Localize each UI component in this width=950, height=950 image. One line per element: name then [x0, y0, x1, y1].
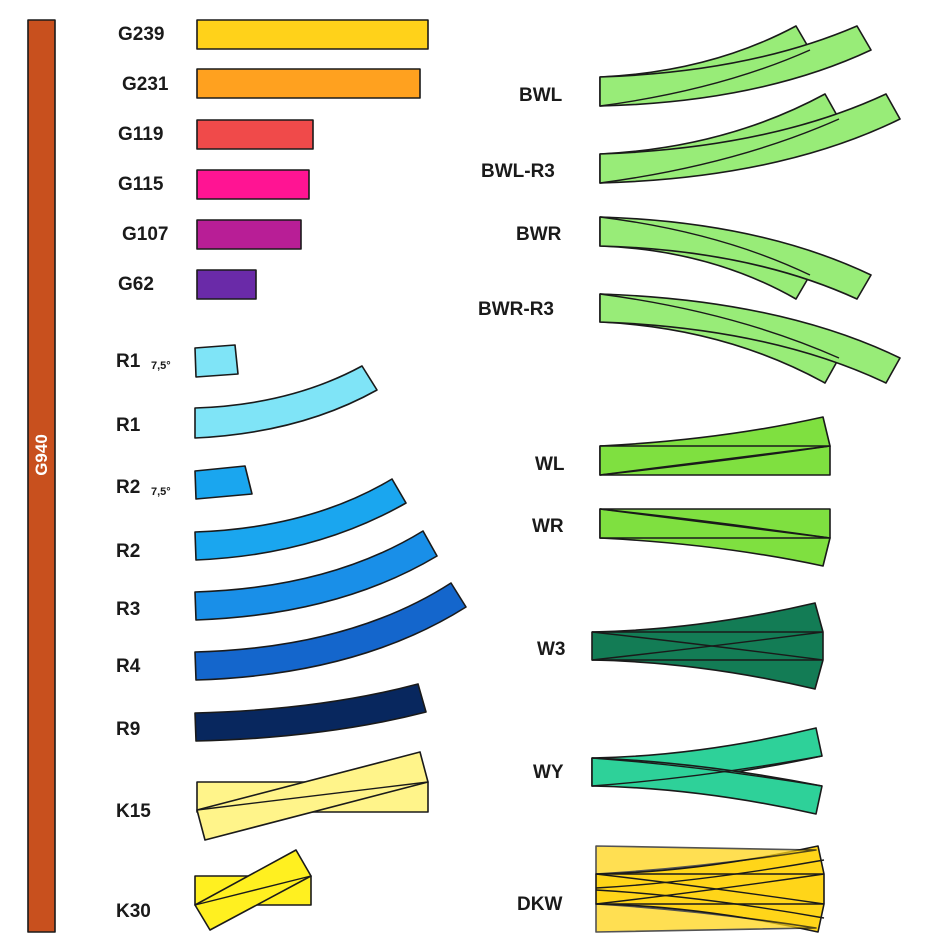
- crossing-k30-rail: [194, 875, 312, 906]
- switch-bwl-r3-shape: [599, 93, 901, 184]
- switch-label-bwr: BWR: [516, 224, 562, 245]
- switch-label-wr: WR: [532, 516, 564, 537]
- switch-bwr-shape: [599, 216, 872, 300]
- straight-g107-shape: [196, 219, 302, 250]
- straight-label-g115: G115: [118, 174, 164, 195]
- straight-g239-shape: [196, 19, 429, 50]
- straight-g62-shape: [196, 269, 257, 300]
- curve-r1-shape: [194, 365, 378, 439]
- switch-bwr-r3-shape: [599, 293, 901, 384]
- switch-wy-shape: [591, 727, 823, 815]
- crossings-group: K15 K30: [116, 751, 429, 931]
- curve-label-r9: R9: [116, 719, 140, 740]
- switch-label-wl: WL: [535, 454, 565, 475]
- straight-label-g107: G107: [122, 224, 168, 245]
- straight-label-g231: G231: [122, 74, 169, 95]
- curve-label-r2: R2: [116, 541, 140, 562]
- straight-g115-shape: [196, 169, 310, 200]
- curve-sublabel-r2-7-5: 7,5°: [151, 486, 171, 498]
- switch-label-wy: WY: [533, 762, 564, 783]
- straight-label-g62: G62: [118, 274, 154, 295]
- curve-r4-shape: [194, 582, 467, 681]
- switch-label-w3: W3: [537, 639, 566, 660]
- switch-dkw-shape: [595, 845, 825, 933]
- straight-label-g119: G119: [118, 124, 163, 145]
- switch-wl-shape: [599, 416, 831, 476]
- g940-label: G940: [32, 434, 51, 476]
- curve-r2-7-5-shape: [194, 465, 253, 500]
- crossing-k30-shape: [194, 849, 312, 931]
- switch-label-dkw: DKW: [517, 894, 562, 915]
- crossing-label-k30: K30: [116, 901, 151, 922]
- crossing-k15-rail: [196, 781, 429, 811]
- piece-g940: G940: [27, 19, 56, 933]
- straights-group: G239 G231 G119 G115 G107 G62: [118, 19, 429, 300]
- crossing-k15-shape: [196, 751, 429, 841]
- curved-switches-group: BWL BWL-R3 BWR BWR-R3: [478, 25, 901, 384]
- curve-label-r4: R4: [116, 656, 141, 677]
- switch-label-bwl-r3: BWL-R3: [481, 161, 555, 182]
- curve-label-r1-7-5: R1: [116, 351, 141, 372]
- g940-track-shape: [27, 19, 56, 933]
- switch-bwl-shape: [599, 25, 872, 107]
- straight-g231-shape: [196, 68, 421, 99]
- curves-group: R1 7,5° R1 R2 7,5° R2 R3 R4 R9: [116, 344, 467, 742]
- crossing-label-k15: K15: [116, 801, 151, 822]
- curve-label-r2-7-5: R2: [116, 477, 140, 498]
- switch-wr-shape: [599, 508, 831, 567]
- curve-r2-shape: [194, 478, 407, 561]
- switches-group: WL WR W3 WY DKW: [517, 416, 831, 933]
- switch-w3-shape: [591, 602, 824, 690]
- switch-label-bwr-r3: BWR-R3: [478, 299, 554, 320]
- curve-r9-shape: [194, 683, 427, 742]
- switch-label-bwl: BWL: [519, 85, 563, 106]
- curve-label-r3: R3: [116, 599, 140, 620]
- straight-g119-shape: [196, 119, 314, 150]
- curve-r1-7-5-shape: [194, 344, 239, 378]
- curve-sublabel-r1-7-5: 7,5°: [151, 360, 171, 372]
- straight-label-g239: G239: [118, 24, 164, 45]
- curve-label-r1: R1: [116, 415, 141, 436]
- curve-r3-shape: [194, 530, 438, 621]
